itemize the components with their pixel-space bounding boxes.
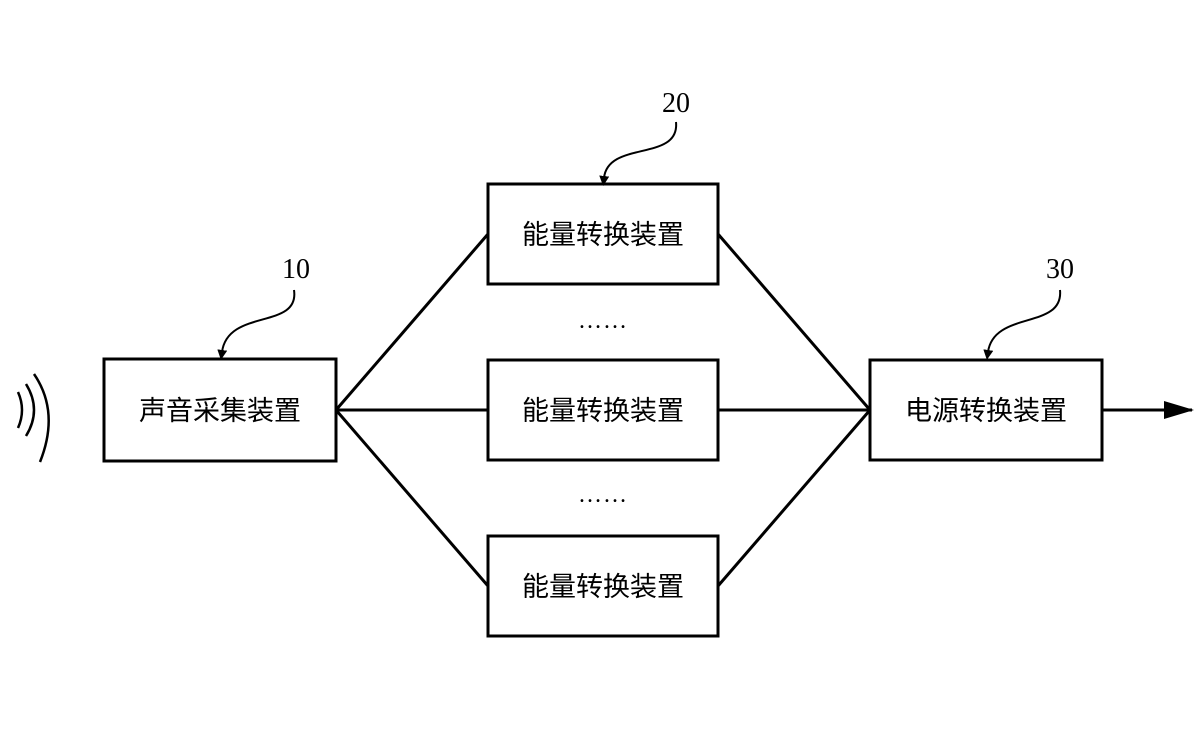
ref-number-30: 30 [1046,254,1074,285]
ref-number-10: 10 [282,254,310,285]
wire-collector-to-top [334,233,490,411]
energy-converter-label: 能量转换装置 [522,572,684,603]
ellipsis-lower: …… [578,482,628,508]
power-converter-box [868,358,1104,462]
energy-converter-box [486,534,720,638]
ellipsis-upper: …… [578,308,628,334]
energy-converter-node-middle: 能量转换装置 [486,358,720,462]
leader-arrow-20 [599,121,678,186]
connections [334,233,1194,587]
sound-wave-middle [24,383,36,437]
sound-wave-icon [16,373,50,463]
power-converter-node: 电源转换装置 [868,358,1104,462]
ref-10: 10 [217,254,310,360]
ref-30: 30 [983,254,1074,360]
sound-wave-inner [16,391,24,429]
energy-converter-label: 能量转换装置 [522,396,684,427]
sound-wave-outer [32,373,50,463]
leader-arrow-30 [983,289,1062,360]
sound-collector-node: 声音采集装置 [102,357,338,463]
energy-converter-node-bottom: 能量转换装置 [486,534,720,638]
energy-converter-box [486,182,720,286]
leader-arrow-10 [217,289,296,360]
energy-converter-box [486,358,720,462]
ref-20: 20 [599,88,690,186]
wire-collector-to-bottom [334,409,490,587]
power-converter-label: 电源转换装置 [905,396,1067,427]
sound-collector-label: 声音采集装置 [139,396,301,427]
energy-converter-node-top: 能量转换装置 [486,182,720,286]
wire-bottom-to-power [716,409,872,587]
sound-collector-box [102,357,338,463]
ref-number-20: 20 [662,88,690,119]
wire-top-to-power [716,233,872,411]
energy-converter-label: 能量转换装置 [522,220,684,251]
